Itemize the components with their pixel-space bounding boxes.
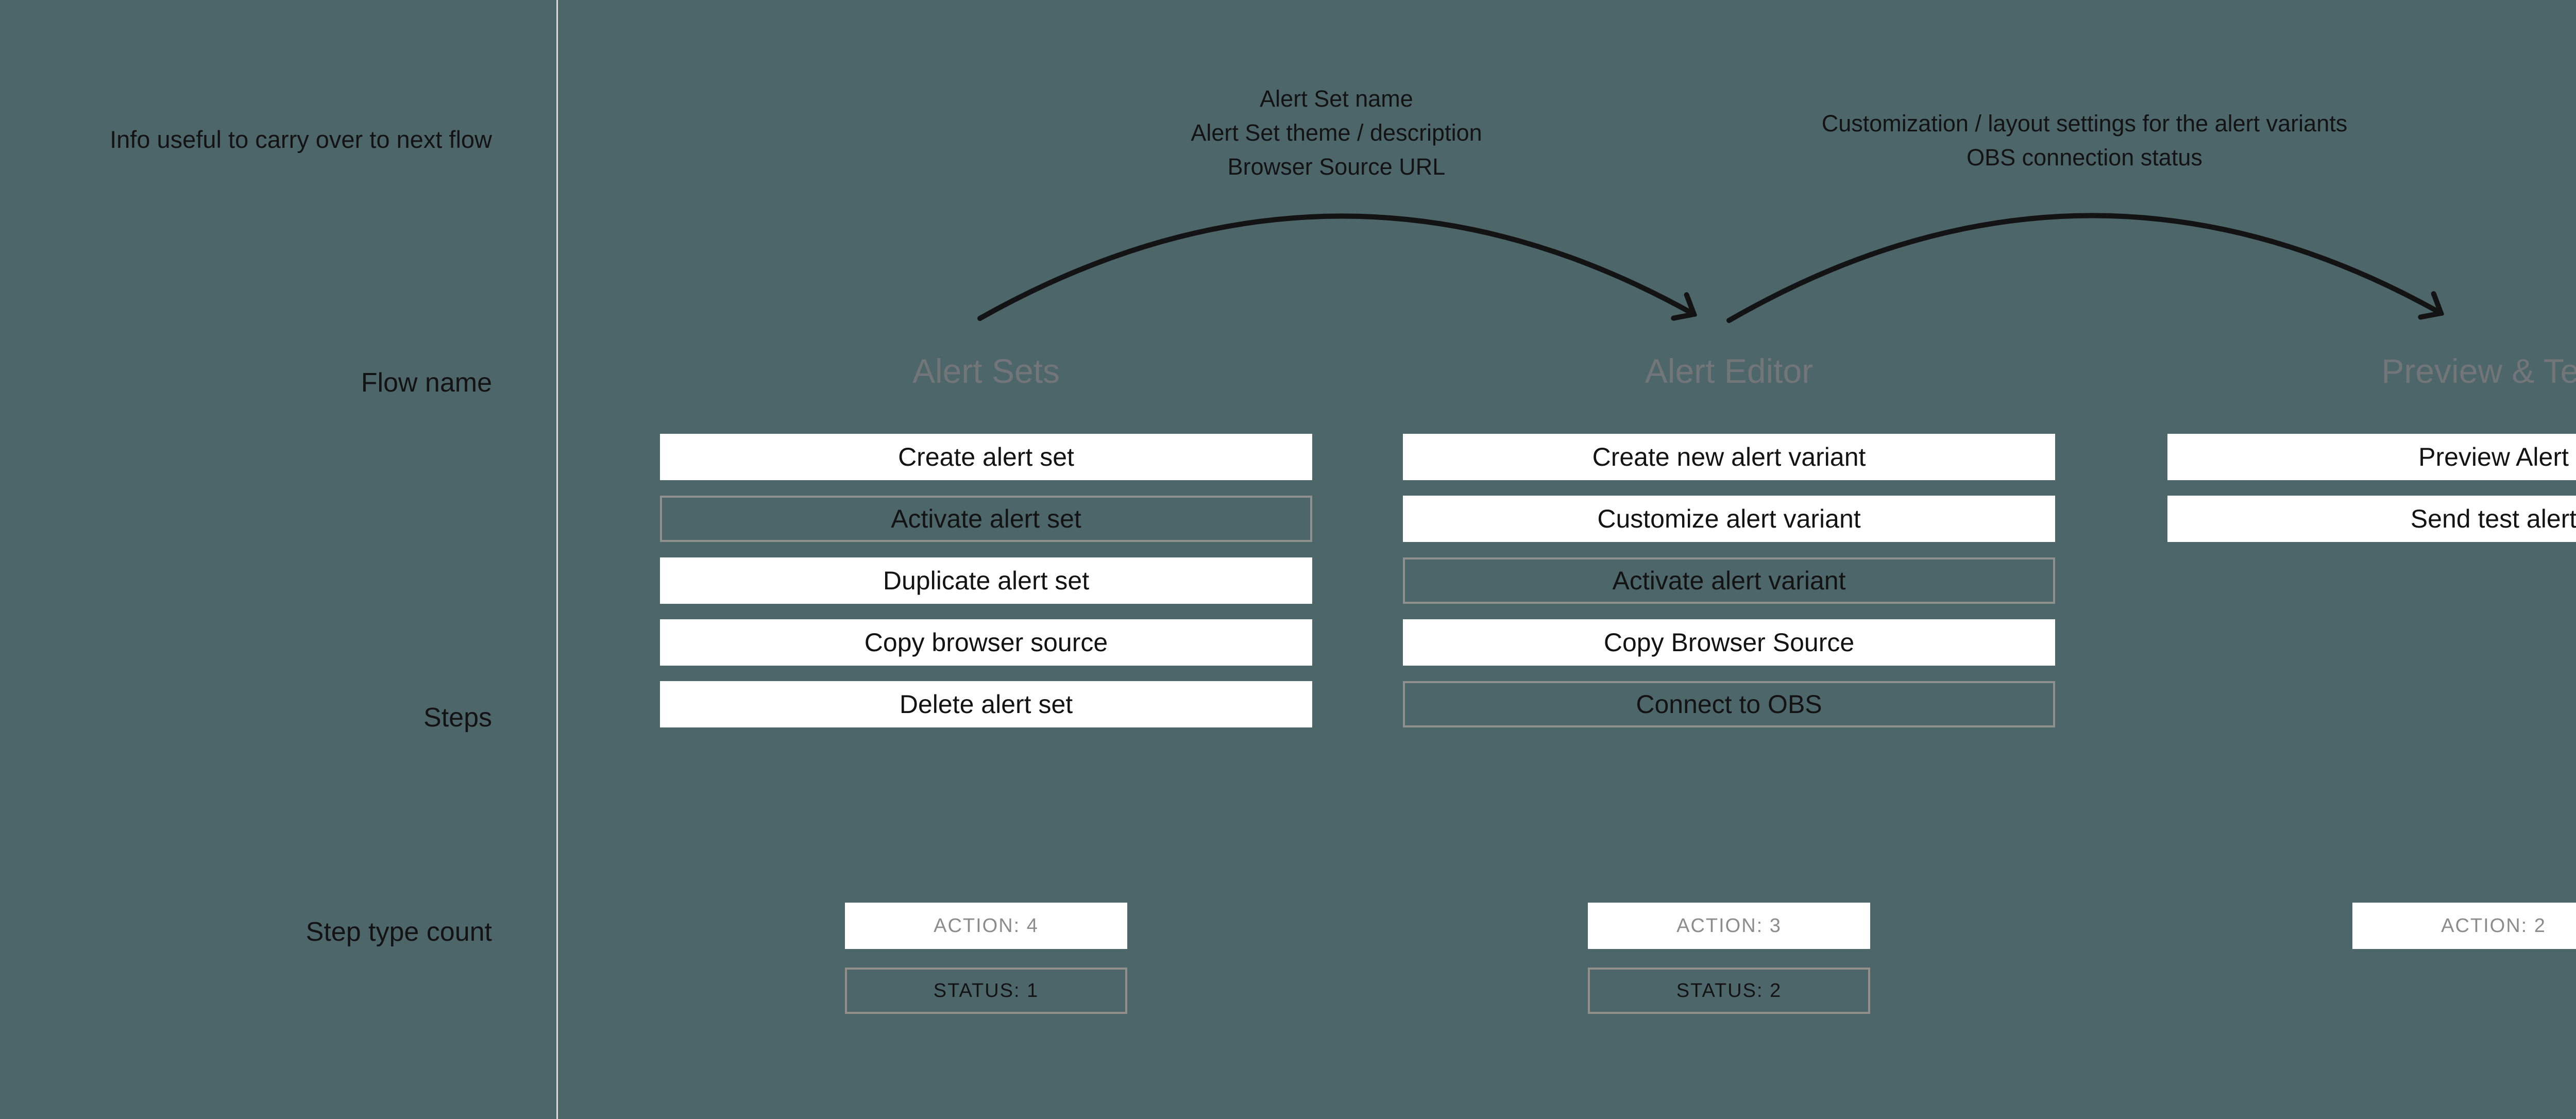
step-card-delete-alert-set[interactable]: Delete alert set [660, 681, 1312, 727]
step-card-copy-browser-source[interactable]: Copy browser source [660, 619, 1312, 666]
flow-title-alert-sets: Alert Sets [912, 352, 1060, 390]
row-label-steps: Steps [423, 703, 492, 733]
steps-column-alert-sets: Create alert set Activate alert set Dupl… [660, 434, 1312, 727]
annotation-line: Alert Set name [1260, 86, 1413, 112]
step-card-send-test-alert[interactable]: Send test alert [2167, 496, 2576, 542]
annotation-line: OBS connection status [1967, 144, 2202, 171]
flow-title-preview-test: Preview & Test [2381, 352, 2576, 390]
row-label-flow-name: Flow name [361, 368, 492, 398]
step-card-create-alert-set[interactable]: Create alert set [660, 434, 1312, 480]
count-badge-alert-sets-action[interactable]: ACTION: 4 [845, 903, 1127, 949]
steps-column-preview-test: Preview Alert Send test alert [2167, 434, 2576, 542]
flow-title-alert-editor: Alert Editor [1645, 352, 1814, 390]
arrow-editor-to-preview [1726, 213, 2441, 323]
annotation-line: Browser Source URL [1227, 154, 1446, 180]
arrow-alert-sets-to-editor [977, 213, 1694, 321]
step-card-copy-browser-source-2[interactable]: Copy Browser Source [1403, 619, 2055, 666]
step-card-duplicate-alert-set[interactable]: Duplicate alert set [660, 557, 1312, 604]
carryover-annotation-alert-sets: Alert Set name Alert Set theme / descrip… [976, 82, 1697, 184]
steps-column-alert-editor: Create new alert variant Customize alert… [1403, 434, 2055, 727]
count-badge-alert-sets-status[interactable]: STATUS: 1 [845, 968, 1127, 1014]
step-card-preview-alert[interactable]: Preview Alert [2167, 434, 2576, 480]
step-card-activate-alert-variant[interactable]: Activate alert variant [1403, 557, 2055, 604]
step-card-create-new-alert-variant[interactable]: Create new alert variant [1403, 434, 2055, 480]
count-badge-alert-editor-status[interactable]: STATUS: 2 [1588, 968, 1870, 1014]
step-card-connect-to-obs[interactable]: Connect to OBS [1403, 681, 2055, 727]
count-badge-alert-editor-action[interactable]: ACTION: 3 [1588, 903, 1870, 949]
step-card-activate-alert-set[interactable]: Activate alert set [660, 496, 1312, 542]
row-label-step-type-count: Step type count [306, 917, 492, 947]
carryover-annotation-alert-editor: Customization / layout settings for the … [1724, 107, 2445, 175]
step-card-customize-alert-variant[interactable]: Customize alert variant [1403, 496, 2055, 542]
sidebar-divider-line [556, 0, 558, 1119]
count-badge-preview-test-action[interactable]: ACTION: 2 [2352, 903, 2576, 949]
row-label-carryover-info: Info useful to carry over to next flow [110, 126, 492, 153]
annotation-line: Alert Set theme / description [1191, 120, 1482, 146]
annotation-line: Customization / layout settings for the … [1821, 110, 2348, 137]
